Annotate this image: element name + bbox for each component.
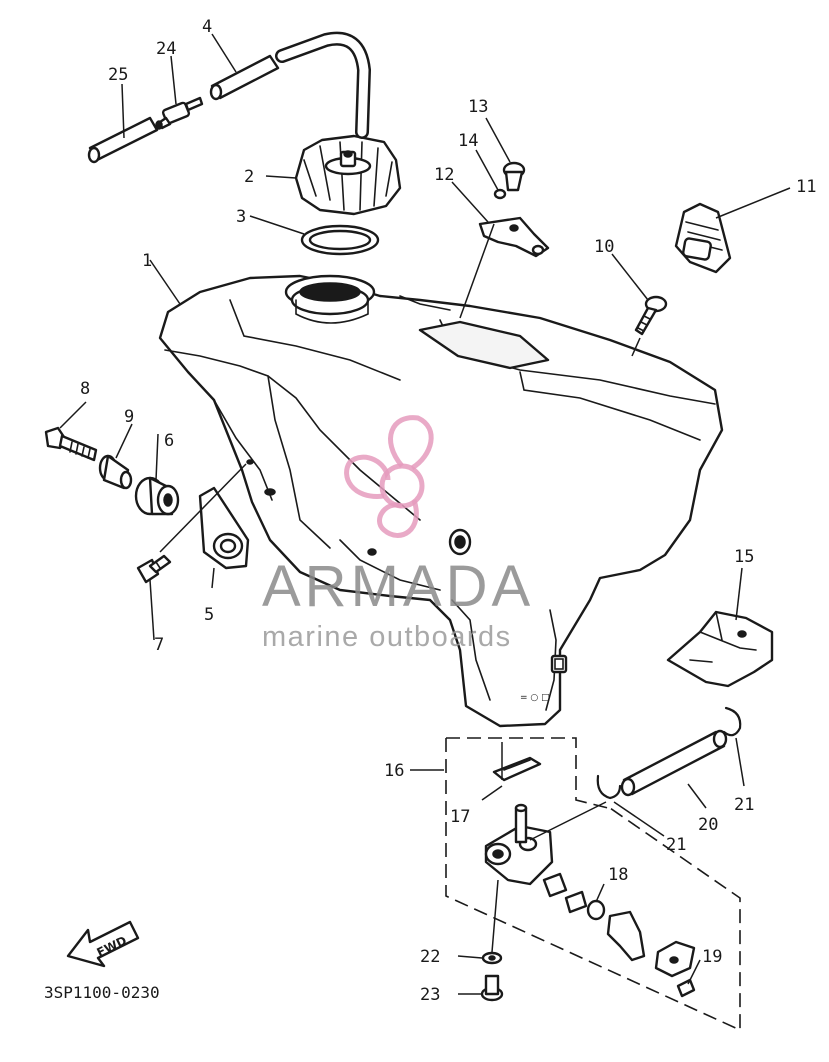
callout-2: 2 <box>244 167 254 187</box>
protector-15 <box>666 610 774 688</box>
check-valve <box>155 96 204 130</box>
callout-3: 3 <box>236 207 246 227</box>
callout-16: 16 <box>384 761 404 781</box>
callout-13: 13 <box>468 97 488 117</box>
collar-9 <box>98 454 133 490</box>
callout-7: 7 <box>154 635 164 655</box>
callout-18: 18 <box>608 865 628 885</box>
breather-pipe <box>87 116 159 164</box>
callout-25: 25 <box>108 65 128 85</box>
callout-10: 10 <box>594 237 614 257</box>
callout-4: 4 <box>202 17 212 37</box>
fuel-cap <box>294 134 402 216</box>
callout-19: 19 <box>702 947 722 967</box>
fuel-pipe-20 <box>620 729 728 797</box>
fuel-cock-body <box>484 803 554 886</box>
callout-6: 6 <box>164 431 174 451</box>
watermark-tagline: marine outboards <box>262 621 512 653</box>
drawing-code: 3SP1100-0230 <box>44 983 160 1002</box>
callout-9: 9 <box>124 407 134 427</box>
callout-23: 23 <box>420 985 440 1005</box>
bolt-7 <box>136 554 172 584</box>
fuel-filter-17 <box>492 756 542 782</box>
washer-22 <box>481 951 503 965</box>
washer-14 <box>493 188 507 200</box>
callout-17: 17 <box>450 807 470 827</box>
callout-8: 8 <box>80 379 90 399</box>
callout-11: 11 <box>796 177 816 197</box>
svg-text:= ○ □: = ○ □ <box>520 693 550 703</box>
callout-21-inner: 21 <box>666 835 686 855</box>
bracket-5 <box>198 486 250 570</box>
screw-13 <box>502 161 526 192</box>
callout-21-outer: 21 <box>734 795 754 815</box>
callout-20: 20 <box>698 815 718 835</box>
screw-10 <box>634 295 668 336</box>
plate-19 <box>654 940 696 998</box>
watermark: ARMADA marine outboards <box>262 415 534 653</box>
bolt-8 <box>44 426 98 462</box>
callout-24: 24 <box>156 39 176 59</box>
callout-5: 5 <box>204 605 214 625</box>
leader-lines <box>59 33 791 995</box>
callout-15: 15 <box>734 547 754 567</box>
fwd-arrow-icon: FWD <box>66 920 140 968</box>
callout-12: 12 <box>434 165 454 185</box>
fuel-cock-assembly <box>445 737 741 1032</box>
callout-labels: 1 2 3 4 5 6 7 8 9 10 11 12 13 14 15 16 1… <box>80 17 816 1005</box>
clip-21 <box>596 706 742 800</box>
armada-logo-icon <box>344 415 434 538</box>
cap-gasket <box>300 224 380 256</box>
callout-22: 22 <box>420 947 440 967</box>
clamp-11 <box>674 202 732 274</box>
damper-6 <box>134 476 180 516</box>
breather-hose <box>209 31 372 139</box>
fuel-tank: = ○ □ <box>158 274 724 728</box>
cock-parts-18 <box>542 872 646 962</box>
callout-14: 14 <box>458 131 478 151</box>
plate-12 <box>478 216 550 258</box>
watermark-brand: ARMADA <box>262 554 534 619</box>
callout-1: 1 <box>142 251 152 271</box>
screw-23 <box>480 974 504 1002</box>
